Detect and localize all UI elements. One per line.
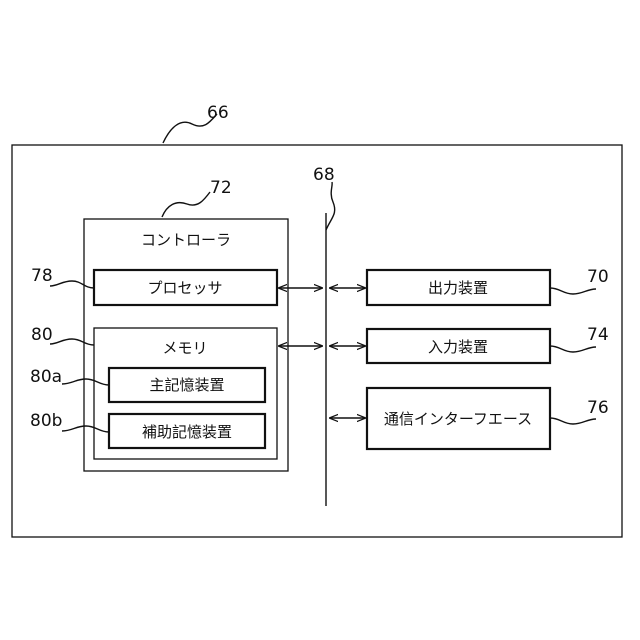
leader-processor: [50, 281, 94, 288]
ref-output-device: 70: [587, 267, 609, 287]
ref-processor: 78: [31, 266, 53, 286]
ref-main-storage: 80a: [30, 367, 62, 387]
aux-storage-label: 補助記憶装置: [142, 423, 232, 441]
leader-input-device: [550, 346, 596, 352]
memory-label: メモリ: [162, 339, 207, 357]
output-device-label: 出力装置: [428, 279, 488, 297]
leader-main-storage: [62, 379, 109, 385]
leader-output-device: [550, 288, 596, 294]
leader-comm-interface: [550, 418, 596, 424]
leader-controller: [162, 192, 210, 217]
leader-bus: [326, 182, 335, 230]
ref-device: 66: [207, 103, 229, 123]
input-device-label: 入力装置: [428, 338, 488, 356]
leader-aux-storage: [62, 426, 109, 432]
device-frame: [12, 145, 622, 537]
ref-controller: 72: [210, 178, 232, 198]
ref-aux-storage: 80b: [30, 411, 62, 431]
ref-memory: 80: [31, 325, 53, 345]
main-storage-label: 主記憶装置: [149, 376, 224, 394]
leader-memory: [50, 339, 94, 345]
ref-input-device: 74: [587, 325, 609, 345]
comm-interface-label: 通信インターフエース: [384, 410, 532, 428]
controller-label: コントローラ: [141, 231, 231, 249]
ref-bus: 68: [313, 165, 335, 185]
ref-comm-interface: 76: [587, 398, 609, 418]
processor-label: プロセッサ: [147, 279, 222, 297]
